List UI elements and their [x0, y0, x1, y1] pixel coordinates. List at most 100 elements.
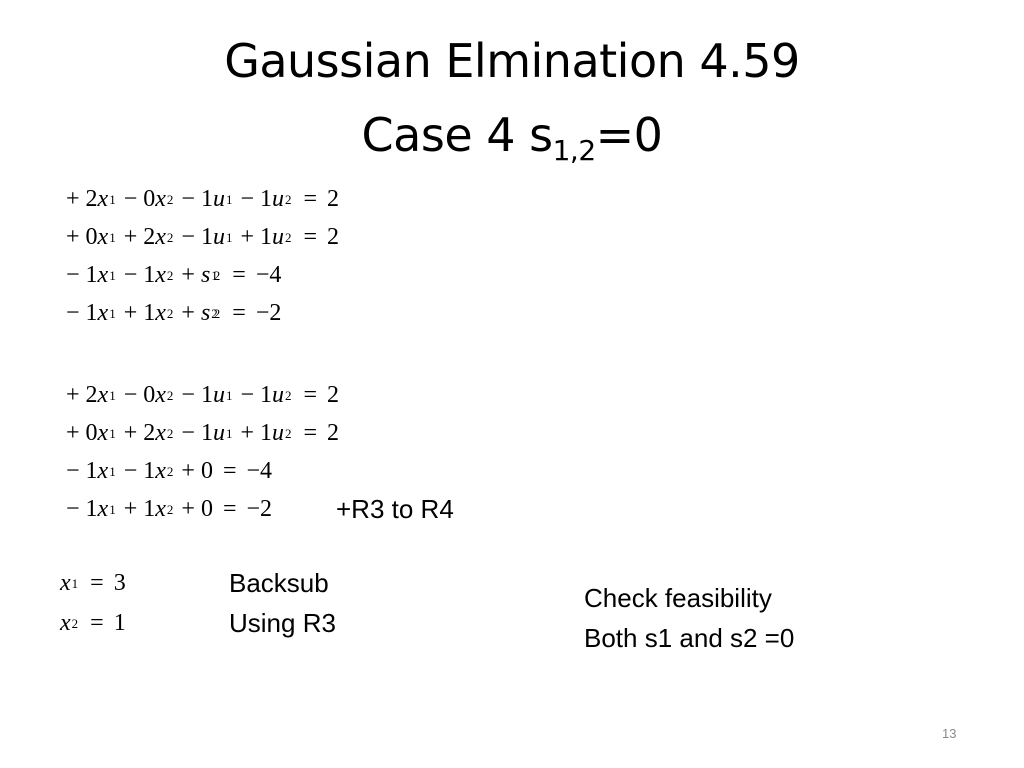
sign: − — [123, 186, 138, 212]
coef: 1 — [85, 262, 98, 288]
equals: = — [222, 496, 237, 522]
var: u — [212, 186, 225, 212]
superscript: 2 — [213, 305, 221, 321]
sign: + — [123, 496, 138, 522]
coef: 1 — [85, 496, 98, 522]
subscript: 1 — [109, 501, 116, 517]
rhs: 2 — [327, 420, 340, 446]
subscript: 1 — [109, 387, 116, 403]
sign: − — [181, 382, 195, 408]
subscript: 1 — [109, 191, 116, 207]
var: u — [272, 382, 284, 408]
coef: 2 — [85, 186, 98, 212]
sign: + — [66, 420, 80, 446]
var: x — [155, 262, 166, 288]
sign: + — [66, 382, 80, 408]
coef: 1 — [200, 186, 213, 212]
sign: + — [181, 300, 195, 326]
equals: = — [90, 610, 104, 636]
sign: − — [66, 496, 80, 522]
coef: 1 — [143, 300, 156, 326]
coef: 1 — [260, 186, 272, 212]
subscript: 2 — [166, 229, 174, 245]
sign: − — [181, 420, 195, 446]
subtitle-subscript: 1,2 — [552, 134, 597, 167]
row-operation-note: +R3 to R4 — [336, 494, 454, 524]
equals: = — [303, 420, 318, 446]
slide-number: 13 — [942, 726, 957, 741]
slide-title: Gaussian Elmination 4.59 — [224, 34, 800, 88]
var: x — [155, 186, 166, 212]
sign: + — [240, 224, 254, 250]
equals: = — [222, 458, 237, 484]
coef: 1 — [143, 458, 156, 484]
sign: − — [181, 186, 195, 212]
subscript: 1 — [225, 387, 233, 403]
coef: 1 — [85, 300, 98, 326]
feasibility-note: Check feasibility Both s1 and s2 =0 — [584, 578, 794, 658]
var: x — [97, 262, 109, 288]
subscript: 2 — [166, 267, 174, 283]
sign: − — [240, 382, 254, 408]
backsub-line-1: Backsub — [229, 568, 329, 598]
rhs: −2 — [255, 300, 282, 326]
equals: = — [303, 224, 318, 250]
subscript: 1 — [225, 229, 233, 245]
subscript: 2 — [285, 229, 292, 245]
subscript: 2 — [166, 425, 174, 441]
coef: 1 — [200, 420, 213, 446]
var: s — [200, 262, 211, 288]
slide-subtitle: Case 4 s1,2=0 — [0, 112, 1024, 165]
sign: + — [123, 224, 138, 250]
sign: + — [66, 186, 80, 212]
sign: + — [240, 420, 254, 446]
value: 1 — [113, 610, 126, 636]
var: s — [200, 300, 211, 326]
var: x — [97, 224, 109, 250]
var: x — [155, 224, 166, 250]
value: 3 — [113, 570, 126, 596]
subscript: 2 — [71, 615, 79, 631]
coef: 1 — [143, 262, 156, 288]
subscript: 2 — [285, 387, 292, 403]
subscript: 2 — [285, 425, 292, 441]
sign: + — [181, 458, 195, 484]
rhs: 2 — [327, 186, 340, 212]
sign: + — [123, 420, 138, 446]
var: x — [60, 570, 71, 596]
sign: + — [66, 224, 80, 250]
sign: − — [181, 224, 195, 250]
var: x — [97, 420, 109, 446]
subscript: 1 — [109, 267, 116, 283]
subtitle-main: Case 4 s — [361, 108, 554, 162]
var: x — [97, 186, 109, 212]
var: x — [60, 610, 71, 636]
feasibility-line-1: Check feasibility — [584, 583, 772, 613]
rhs: 2 — [327, 382, 340, 408]
sign: + — [123, 300, 138, 326]
subtitle-tail: =0 — [595, 108, 663, 162]
equals: = — [232, 262, 246, 288]
subscript: 1 — [225, 425, 233, 441]
subscript: 2 — [166, 387, 174, 403]
sign: − — [123, 382, 138, 408]
subscript: 1 — [109, 463, 116, 479]
coef: 1 — [260, 382, 272, 408]
subscript: 1 — [109, 305, 116, 321]
coef: 1 — [85, 458, 98, 484]
var: u — [272, 186, 284, 212]
subscript: 1 — [211, 267, 218, 283]
feasibility-line-2: Both s1 and s2 =0 — [584, 623, 795, 653]
coef: 1 — [260, 224, 272, 250]
rhs: −4 — [246, 458, 273, 484]
coef: 0 — [200, 496, 213, 522]
equals: = — [232, 300, 246, 326]
